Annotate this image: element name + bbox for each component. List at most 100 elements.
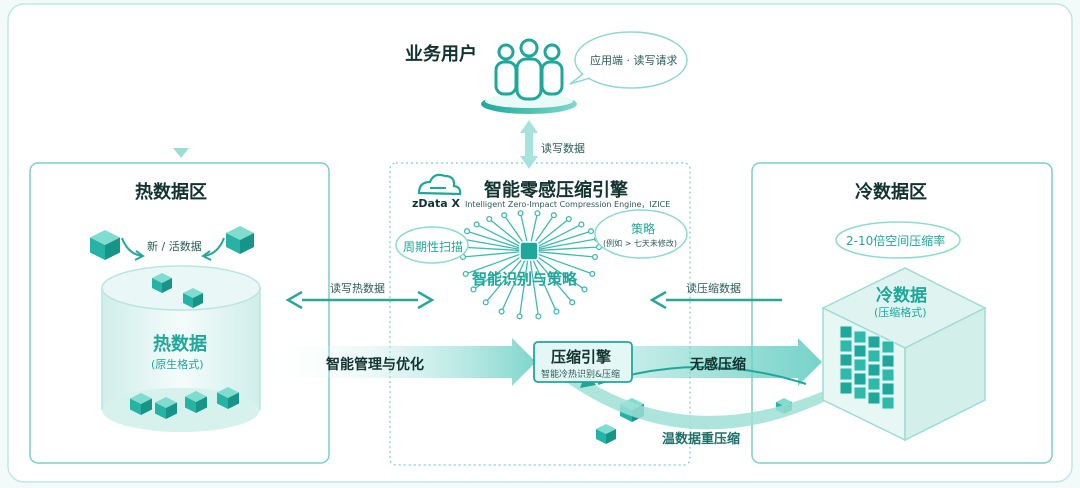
circuit-node — [473, 221, 480, 228]
compressed-block — [839, 367, 853, 381]
user-engine-arrow — [520, 120, 538, 169]
hot-data-cylinder — [101, 265, 261, 432]
circuit-trace — [528, 250, 596, 258]
compressed-block — [881, 396, 895, 410]
circuit-node — [550, 212, 557, 219]
user-rw-label: 读写数据 — [541, 142, 585, 155]
hot-panel-pointer — [173, 148, 189, 158]
chip-icon — [519, 241, 539, 261]
circuit-node — [589, 270, 596, 277]
circuit-node — [486, 215, 493, 223]
new-data-curve-arrows — [121, 237, 225, 261]
compressed-block — [839, 339, 853, 353]
compressed-block — [853, 344, 867, 358]
request-bubble-text: 应用端 · 读写请求 — [590, 54, 678, 67]
strategy-text: 策略 — [631, 222, 656, 236]
strategy-note: (例如 > 七天未修改) — [603, 239, 678, 248]
compress-flow-arrow — [630, 338, 822, 386]
circuit-node — [565, 215, 572, 223]
engine-subtitle: Intelligent Zero-Impact Compression Engi… — [465, 200, 671, 209]
compressed-block — [881, 340, 895, 354]
periodic-scan-text: 周期性扫描 — [403, 240, 464, 254]
request-bubble — [569, 31, 688, 89]
hot-data-title: 热数据 — [153, 334, 207, 355]
compressed-block-grid — [839, 325, 895, 410]
compressed-block — [853, 372, 867, 386]
chip-label: 智能识别与策略 — [472, 270, 578, 288]
circuit-trace — [462, 250, 530, 258]
data-cube — [130, 393, 152, 415]
cold-rw-label: 读压缩数据 — [686, 282, 741, 295]
circuit-trace — [528, 250, 540, 317]
circuit-trace — [528, 238, 598, 252]
circuit-node — [482, 299, 489, 306]
compressed-block — [839, 381, 853, 395]
circuit-trace — [528, 246, 600, 252]
users-title: 业务用户 — [405, 44, 477, 65]
circuit-node — [569, 299, 576, 306]
periodic-scan-bubble — [395, 226, 469, 264]
data-cube — [183, 288, 203, 308]
ratio-label: 2-10倍空间压缩率 — [846, 234, 946, 248]
zdata-logo-text: zData X — [412, 197, 460, 210]
circuit-node — [462, 270, 469, 277]
hot-zone-title: 热数据区 — [135, 182, 207, 203]
warm-recompress-label: 温数据重压缩 — [662, 432, 741, 447]
circuit-node — [516, 313, 523, 320]
data-cube — [596, 424, 616, 444]
compressed-block — [867, 363, 881, 377]
circuit-trace — [460, 238, 530, 252]
hot-data-sub: (原生格式) — [151, 358, 204, 371]
compressed-block — [881, 368, 895, 382]
compressed-block — [853, 386, 867, 400]
circuit-node — [591, 253, 599, 261]
compressed-block — [867, 349, 881, 363]
compressed-block — [867, 335, 881, 349]
data-cube — [155, 397, 177, 419]
data-cube — [90, 230, 120, 260]
compression-engine-sub: 智能冷热识别&压缩 — [541, 370, 621, 380]
circuit-node — [501, 212, 508, 219]
compression-engine-box — [533, 341, 633, 383]
ratio-cloud — [835, 221, 961, 259]
data-cube — [217, 387, 239, 409]
circuit-node — [534, 210, 541, 217]
circuit-node — [587, 228, 595, 235]
compressed-block — [839, 325, 853, 339]
data-cube — [152, 273, 172, 293]
hot-rw-label: 读写热数据 — [330, 282, 385, 295]
hot-rw-arrow — [285, 290, 435, 310]
new-active-label: 新 / 活数据 — [147, 240, 202, 253]
circuit-node — [553, 308, 560, 315]
users-icon — [481, 38, 577, 114]
compressed-block — [853, 330, 867, 344]
compressed-block — [881, 354, 895, 368]
compressed-block — [867, 377, 881, 391]
engine-title: 智能零感压缩引擎 — [484, 180, 628, 201]
circuit-node — [463, 228, 471, 235]
engine-panel — [389, 162, 691, 466]
no-sense-label: 无感压缩 — [690, 357, 746, 373]
zdata-logo-icon — [417, 173, 462, 196]
compressed-block — [881, 382, 895, 396]
circuit-node — [535, 313, 542, 320]
strategy-bubble — [594, 209, 688, 259]
cold-read-arrow — [649, 290, 782, 310]
compressed-block — [867, 391, 881, 405]
data-cube — [185, 391, 207, 413]
circuit-trace — [518, 250, 530, 317]
management-flow-arrow — [262, 338, 536, 386]
cold-zone-title: 冷数据区 — [855, 182, 927, 203]
compression-engine-title: 压缩引擎 — [551, 348, 612, 366]
circuit-trace — [458, 246, 530, 252]
cold-data-title: 冷数据 — [876, 286, 927, 306]
compressed-block — [839, 353, 853, 367]
circuit-node — [470, 286, 477, 293]
compressed-block — [853, 358, 867, 372]
circuit-node — [581, 286, 588, 293]
circuit-node — [517, 210, 524, 217]
data-cube — [226, 226, 254, 254]
manage-flow-label: 智能管理与优化 — [326, 357, 424, 373]
